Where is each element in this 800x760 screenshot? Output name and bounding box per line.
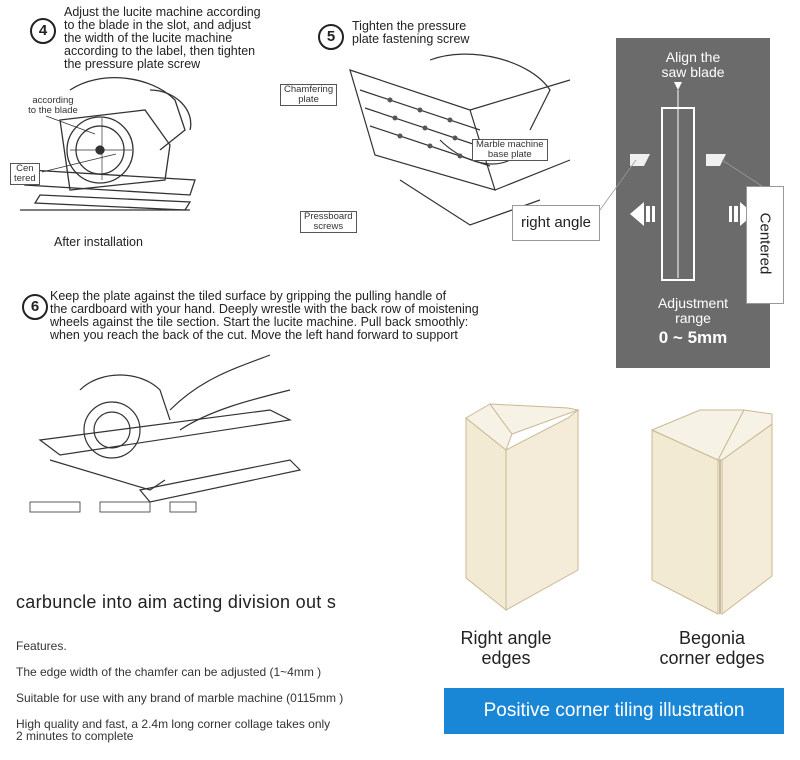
features-title: carbuncle into aim acting division out s [16,592,337,612]
diagram-pointer-lines [599,159,769,211]
step-4-number: 4 [30,18,56,44]
after-installation-caption: After installation [54,235,143,249]
adjustment-range-label: Adjustment range [657,295,729,326]
step-4-illustration [20,77,196,211]
right-angle-label: right angle [512,205,600,241]
feature-item-2: Suitable for use with any brand of marbl… [16,691,344,705]
step-4-text: Adjust the lucite machine according to t… [64,5,261,71]
right-angle-tile [465,403,580,612]
corner-tiling-banner: Positive corner tiling illustration [444,688,784,734]
step-6-number: 6 [22,294,48,320]
saw-alignment-diagram: Align the saw blade Adjustment range 0 ~… [616,38,770,368]
centered-box: Centered [746,186,784,304]
step-5-text: Tighten the pressure plate fastening scr… [352,19,470,46]
step-5-number: 5 [318,24,344,50]
begonia-corner-edges-label: Begonia corner edges [659,628,765,668]
label-base-plate: Marble machine base plate [472,139,548,161]
according-pointer [45,115,96,135]
features-heading: Features. [16,639,67,653]
feature-item-3: High quality and fast, a 2.4m long corne… [16,717,331,743]
step-6-illustration [29,354,302,513]
label-pressboard-screws: Pressboard screws [300,211,357,233]
alignment-graphics [630,82,754,281]
step-6-text: Keep the plate against the tiled surface… [50,289,479,342]
step-5-illustration [349,53,571,226]
label-centered: Cen tered [10,163,40,185]
centered-pointer [41,153,117,173]
feature-item-1: The edge width of the chamfer can be adj… [16,665,322,679]
centered-label: Centered [756,212,774,275]
label-chamfering-plate: Chamfering plate [280,84,338,106]
adjustment-range-value: 0 ~ 5mm [658,328,728,347]
label-according-to-blade: according to the blade [28,95,78,116]
align-saw-blade-label: Align the saw blade [661,49,725,80]
right-angle-edges-label: Right angle edges [460,628,552,668]
begonia-corner-tile [650,409,773,616]
